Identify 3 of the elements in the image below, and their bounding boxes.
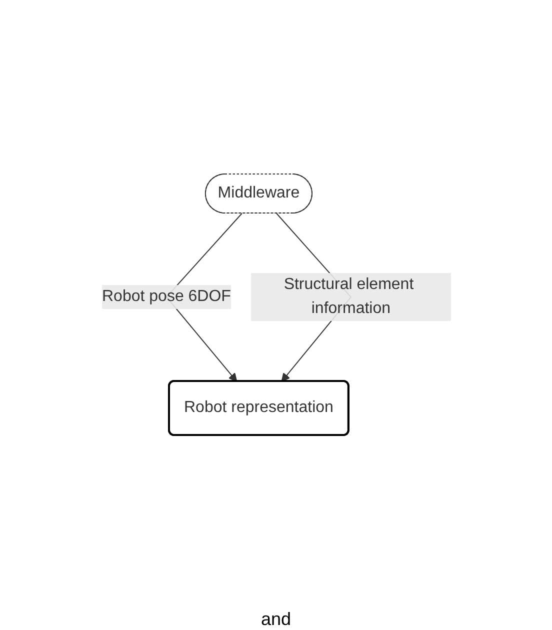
- edge-label: Robot pose 6DOF: [102, 288, 230, 305]
- note-text: and: [260, 609, 292, 629]
- edge-label: Structural element information: [283, 276, 414, 317]
